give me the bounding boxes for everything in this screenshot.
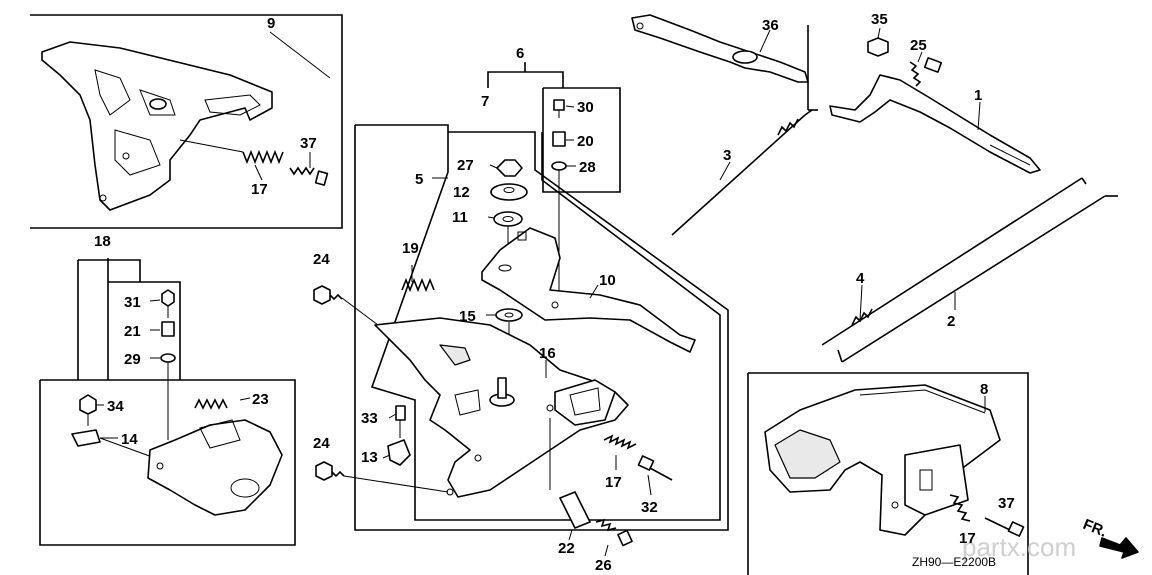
callout-32: 32 xyxy=(641,499,658,516)
part-29-clip xyxy=(160,353,176,440)
part-37-bolt-upper xyxy=(289,166,329,186)
direction-arrow-fr xyxy=(1099,537,1139,559)
part-11-washer xyxy=(493,211,523,250)
callout-12: 12 xyxy=(453,184,470,201)
callout-34: 34 xyxy=(107,398,124,415)
part-23-spring xyxy=(194,398,228,410)
callout-27: 27 xyxy=(457,157,474,174)
part-14-clip xyxy=(71,429,156,459)
callout-26: 26 xyxy=(595,557,612,574)
part-33-screw xyxy=(395,405,406,438)
callout-17-middle: 17 xyxy=(605,474,622,491)
part-13-clip xyxy=(387,439,411,466)
part-24-bolt-upper xyxy=(313,285,379,326)
callout-24-lower: 24 xyxy=(313,435,330,452)
callout-3: 3 xyxy=(723,147,731,164)
callout-numbers: 9 17 37 6 7 30 20 28 5 27 12 11 19 10 15… xyxy=(94,11,1015,574)
part-12-washer xyxy=(490,183,528,201)
part-25-bolt xyxy=(909,57,943,87)
part-34-screw xyxy=(79,394,97,426)
part-31-screw xyxy=(161,289,175,318)
callout-15: 15 xyxy=(459,308,476,325)
callout-16: 16 xyxy=(539,345,556,362)
callout-28: 28 xyxy=(579,159,596,176)
watermark-text: partx.com xyxy=(962,532,1076,562)
callout-17-lower: 17 xyxy=(959,530,976,547)
callout-2: 2 xyxy=(947,313,955,330)
part-27-nut xyxy=(496,159,523,177)
callout-7: 7 xyxy=(481,93,489,110)
part-32-bolt xyxy=(637,455,673,481)
part-2-rod xyxy=(837,195,1118,363)
callout-5: 5 xyxy=(415,171,423,188)
callout-9: 9 xyxy=(267,15,275,32)
callout-33: 33 xyxy=(361,410,378,427)
part-3-rod xyxy=(671,109,813,236)
callout-30: 30 xyxy=(577,99,594,116)
callout-4: 4 xyxy=(856,270,865,287)
callout-31: 31 xyxy=(124,294,141,311)
callout-21: 21 xyxy=(124,323,141,340)
part-22-collar xyxy=(549,418,591,529)
callout-35: 35 xyxy=(871,11,888,28)
part-8-cover xyxy=(764,384,1001,536)
callout-19: 19 xyxy=(402,240,419,257)
part-36-arm xyxy=(631,14,809,83)
callout-1: 1 xyxy=(974,87,982,104)
callout-20: 20 xyxy=(577,133,594,150)
callout-8: 8 xyxy=(980,381,988,398)
part-19-spring xyxy=(401,277,435,293)
part-35-nut xyxy=(867,37,889,57)
part-16-base-plate xyxy=(374,317,629,498)
callout-23: 23 xyxy=(252,391,269,408)
callout-14: 14 xyxy=(121,431,138,448)
callout-18: 18 xyxy=(94,233,111,250)
direction-label: FR. xyxy=(1081,516,1110,541)
group-frame-8 xyxy=(747,372,1029,575)
leader-lines xyxy=(96,27,986,557)
part-18-lever-plate xyxy=(147,419,283,516)
callout-24-upper: 24 xyxy=(313,251,330,268)
part-21-joint xyxy=(161,321,175,337)
callout-13: 13 xyxy=(361,449,378,466)
part-30-screw xyxy=(553,99,565,118)
part-9-bracket xyxy=(41,41,273,211)
part-37-bolt-lower xyxy=(984,517,1025,537)
callout-25: 25 xyxy=(910,37,927,54)
part-20-joint xyxy=(552,131,566,147)
callout-37-upper: 37 xyxy=(300,135,317,152)
part-17-spring-upper xyxy=(179,139,284,165)
part-1-lever xyxy=(829,74,1041,174)
part-24-bolt-lower xyxy=(315,461,449,493)
group-frame-6 xyxy=(487,62,621,193)
group-frame-9 xyxy=(30,14,343,229)
callout-6: 6 xyxy=(516,45,524,62)
group-frame-18 xyxy=(39,258,296,546)
callout-10: 10 xyxy=(599,272,616,289)
part-26-bolt xyxy=(595,518,633,547)
part-10-control-arm xyxy=(481,227,696,353)
callout-36: 36 xyxy=(762,17,779,34)
group-frame-36 xyxy=(807,25,818,111)
diagram-code: ZH90—E2200B xyxy=(912,555,996,569)
part-17-spring-lower xyxy=(949,494,971,522)
part-17-spring-middle xyxy=(603,434,637,450)
part-4-rod xyxy=(821,177,1087,346)
callout-37-lower: 37 xyxy=(998,495,1015,512)
callout-11: 11 xyxy=(452,209,468,226)
callout-22: 22 xyxy=(558,540,575,557)
group-frame-7 xyxy=(354,124,729,531)
callout-29: 29 xyxy=(124,351,141,368)
callout-17-upper: 17 xyxy=(251,181,268,198)
group-frame-5 xyxy=(370,132,721,521)
